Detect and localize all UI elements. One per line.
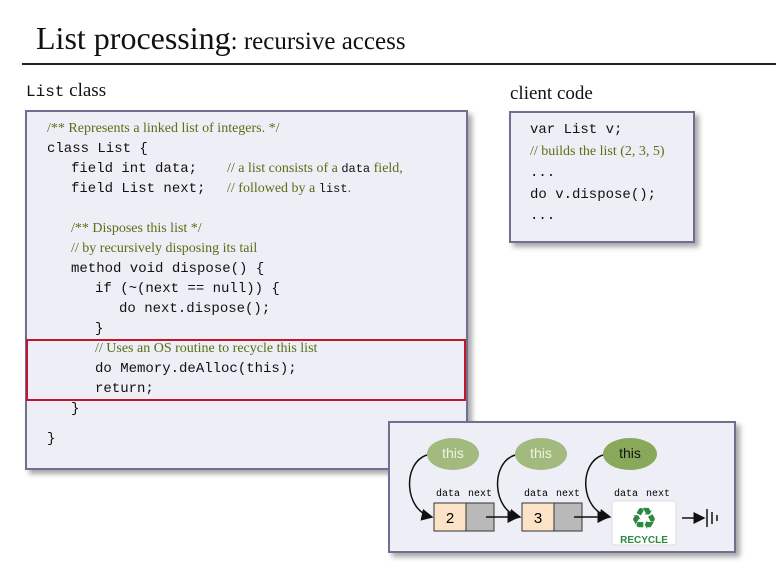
node2-data-cell bbox=[521, 502, 555, 532]
this-bubble-1 bbox=[427, 438, 479, 470]
recycle-icon: ♻ bbox=[631, 502, 658, 537]
list-class-line: /** Disposes this list */ bbox=[71, 219, 202, 239]
list-class-line: method void dispose() { bbox=[71, 259, 264, 279]
list-class-label-text: class bbox=[64, 80, 107, 101]
node2-data-field-label: data bbox=[524, 488, 548, 500]
list-class-code-text: field int data; bbox=[71, 161, 198, 177]
list-class-comment-text: // by recursively disposing its tail bbox=[71, 241, 258, 256]
list-class-code-text: } bbox=[95, 321, 104, 337]
null-ground-icon bbox=[706, 509, 718, 527]
list-class-code-panel bbox=[25, 110, 468, 470]
list-class-code-text: method void dispose() { bbox=[71, 261, 265, 277]
client-line: do v.dispose(); bbox=[530, 185, 656, 205]
client-code-text: var List v; bbox=[530, 122, 623, 138]
recycle-label: RECYCLE bbox=[620, 535, 668, 546]
list-class-line: } bbox=[47, 429, 55, 449]
this-arrow-3 bbox=[584, 454, 612, 521]
linked-list-diagram: this this this data next 2 data next 3 d… bbox=[388, 421, 736, 553]
comment-part: field, bbox=[370, 161, 403, 176]
client-code-label: client code bbox=[510, 83, 593, 104]
list-class-code-text: } bbox=[71, 401, 80, 417]
list-class-label-mono: List bbox=[26, 83, 65, 101]
client-code-text: do v.dispose(); bbox=[530, 186, 657, 203]
client-code-text: ... bbox=[530, 165, 556, 181]
node1-next-field-label: next bbox=[468, 489, 492, 500]
slide-title: List processing: recursive access bbox=[36, 18, 406, 62]
list-class-code-text: field List next; bbox=[71, 181, 206, 197]
list-class-comment-text: /** Represents a linked list of integers… bbox=[47, 121, 280, 136]
title-main: List processing bbox=[36, 20, 231, 56]
list-class-inline-comment: // a list consists of a data field, bbox=[227, 161, 403, 176]
list-class-line: } bbox=[71, 399, 79, 419]
comment-part: // a list consists of a bbox=[227, 161, 342, 176]
list-class-comment-text: // Uses an OS routine to recycle this li… bbox=[95, 341, 318, 356]
this-arrow-2 bbox=[496, 454, 522, 521]
list-class-line: field int data; // a list consists of a d… bbox=[71, 159, 403, 179]
list-class-code-text: class List { bbox=[47, 141, 148, 157]
node1-value: 2 bbox=[446, 510, 454, 527]
list-class-line: // by recursively disposing its tail bbox=[71, 239, 257, 259]
node3-data-field-label: data bbox=[614, 488, 638, 500]
client-code-text: ... bbox=[530, 208, 556, 224]
list-class-line: // Uses an OS routine to recycle this li… bbox=[95, 339, 317, 359]
client-line: // builds the list (2, 3, 5) bbox=[530, 142, 665, 162]
title-sub: : recursive access bbox=[230, 28, 406, 55]
list-class-label: List class bbox=[26, 80, 106, 103]
dispose-highlight-box bbox=[26, 339, 466, 401]
client-line: var List v; bbox=[530, 120, 622, 140]
client-line: ... bbox=[530, 206, 555, 226]
list-class-code-text: do next.dispose(); bbox=[119, 301, 271, 317]
list-class-code-text: } bbox=[47, 431, 56, 447]
this-label-3: this bbox=[619, 445, 641, 461]
client-line: ... bbox=[530, 163, 555, 183]
node2-value: 3 bbox=[534, 510, 542, 527]
list-class-line: class List { bbox=[47, 139, 148, 159]
recycle-box bbox=[611, 500, 677, 546]
client-comment-text: // builds the list (2, 3, 5) bbox=[530, 143, 665, 159]
comment-mono-part: data bbox=[341, 162, 371, 176]
list-class-inline-comment: // followed by a list. bbox=[227, 181, 351, 196]
list-class-line: return; bbox=[95, 379, 154, 399]
comment-part: // followed by a bbox=[227, 181, 319, 196]
this-bubble-3 bbox=[603, 438, 657, 470]
list-class-comment-text: /** Disposes this list */ bbox=[71, 221, 202, 236]
list-class-line: do Memory.deAlloc(this); bbox=[95, 359, 297, 379]
node1-data-field-label: data bbox=[436, 488, 460, 500]
list-class-code-text: if (~(next == null)) { bbox=[95, 281, 280, 297]
title-underline bbox=[22, 63, 776, 65]
client-code-panel bbox=[509, 111, 695, 243]
this-bubble-2 bbox=[515, 438, 567, 470]
list-class-line: /** Represents a linked list of integers… bbox=[47, 119, 280, 139]
list-class-line: if (~(next == null)) { bbox=[95, 279, 280, 299]
list-class-line: field List next; // followed by a list. bbox=[71, 179, 351, 199]
list-class-code-text: do Memory.deAlloc(this); bbox=[95, 361, 297, 377]
diagram-svg: this this this data next 2 data next 3 d… bbox=[408, 438, 718, 546]
node3-next-field-label: next bbox=[646, 489, 670, 500]
this-label-2: this bbox=[530, 445, 552, 461]
this-label-1: this bbox=[442, 445, 464, 461]
list-class-line: } bbox=[95, 319, 103, 339]
this-arrow-1 bbox=[408, 454, 434, 521]
list-class-code-text: return; bbox=[95, 381, 154, 397]
comment-part: . bbox=[347, 181, 352, 196]
list-class-line: do next.dispose(); bbox=[119, 299, 270, 319]
comment-mono-part: list bbox=[318, 182, 348, 196]
node2-next-field-label: next bbox=[556, 489, 580, 500]
